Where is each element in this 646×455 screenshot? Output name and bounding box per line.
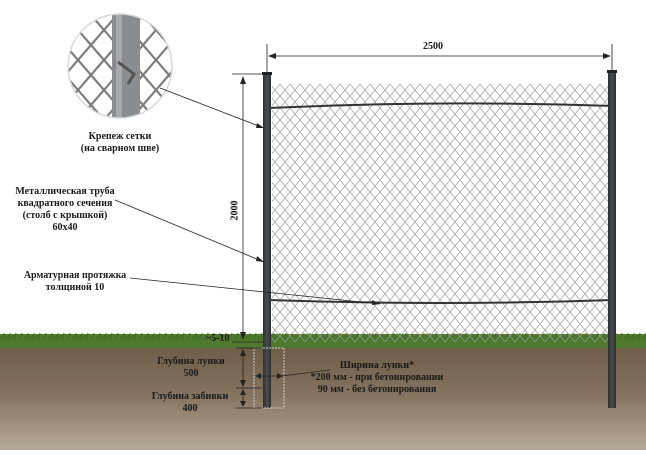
- hole-width-arrowheads: [255, 373, 283, 379]
- hole-outline: [253, 347, 285, 409]
- height-dimension-label: 2000: [229, 200, 241, 221]
- leader-arrowheads: [256, 123, 380, 305]
- rebar-callout: Арматурная протяжка толщиной 10: [23, 270, 127, 293]
- right-post: [608, 72, 616, 408]
- gap-dimension-label: ~5-10: [206, 333, 230, 344]
- span-dimension-line: [266, 44, 613, 74]
- span-dimension-label: 2500: [423, 41, 443, 52]
- left-post: [263, 74, 271, 408]
- magnifier-detail-icon: [67, 13, 173, 119]
- height-dimension-line: [232, 73, 263, 343]
- hole-width-callout: Ширина лунки* *200 мм - при бетонировани…: [310, 360, 444, 395]
- depth-arrowheads: [240, 349, 246, 407]
- drive-depth-callout: Глубина забивки 400: [151, 391, 229, 414]
- soil: [0, 342, 646, 450]
- top-rebar-wire: [267, 102, 615, 109]
- post-callout: Металлическая труба квадратного сечения …: [15, 186, 115, 233]
- hole-depth-callout: Глубина лунки 500: [157, 356, 225, 379]
- mesh-fastening-callout: Крепеж сетки (на сварном шве): [80, 131, 160, 154]
- bottom-rebar-wire: [267, 299, 615, 304]
- leader-lines: [114, 87, 381, 305]
